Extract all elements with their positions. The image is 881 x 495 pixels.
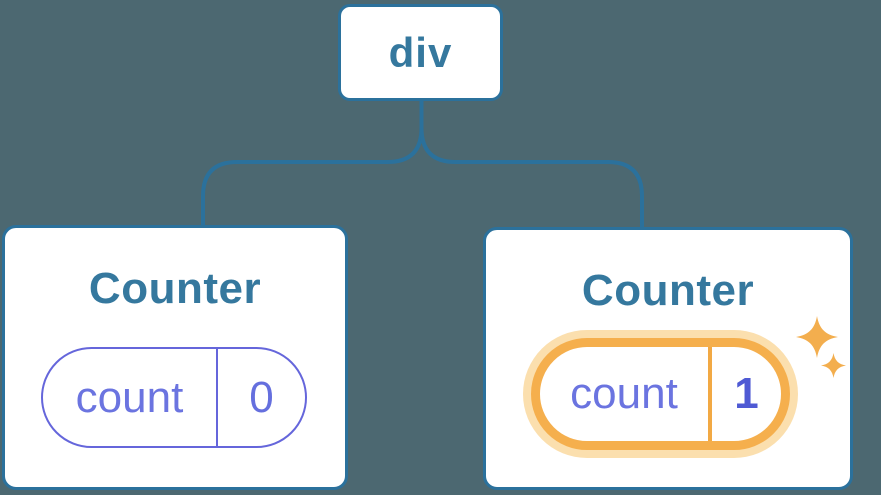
root-node-label: div bbox=[388, 28, 453, 76]
root-node: div bbox=[338, 4, 503, 101]
state-value-label: 0 bbox=[249, 372, 274, 422]
state-key-segment: count bbox=[43, 349, 216, 446]
state-key-segment: count bbox=[540, 347, 708, 441]
component-title: Counter bbox=[88, 264, 262, 313]
state-value-label: 1 bbox=[734, 369, 759, 418]
state-key-label: count bbox=[75, 372, 184, 422]
counter-card-right: Counter count 1 bbox=[483, 227, 853, 490]
sparkle-icon bbox=[796, 316, 838, 358]
state-pill: count 0 bbox=[41, 347, 307, 448]
sparkle-icon bbox=[821, 353, 846, 378]
state-pill-highlighted: count 1 bbox=[531, 338, 790, 450]
state-value-segment: 0 bbox=[218, 349, 305, 446]
state-key-label: count bbox=[570, 369, 678, 418]
connector-left-branch bbox=[201, 101, 424, 226]
connector-right-branch bbox=[419, 101, 644, 228]
state-value-segment: 1 bbox=[712, 347, 781, 441]
component-title: Counter bbox=[581, 266, 755, 315]
counter-card-left: Counter count 0 bbox=[2, 225, 348, 490]
state-pill-divider bbox=[216, 349, 218, 446]
state-pill-divider bbox=[708, 347, 712, 441]
